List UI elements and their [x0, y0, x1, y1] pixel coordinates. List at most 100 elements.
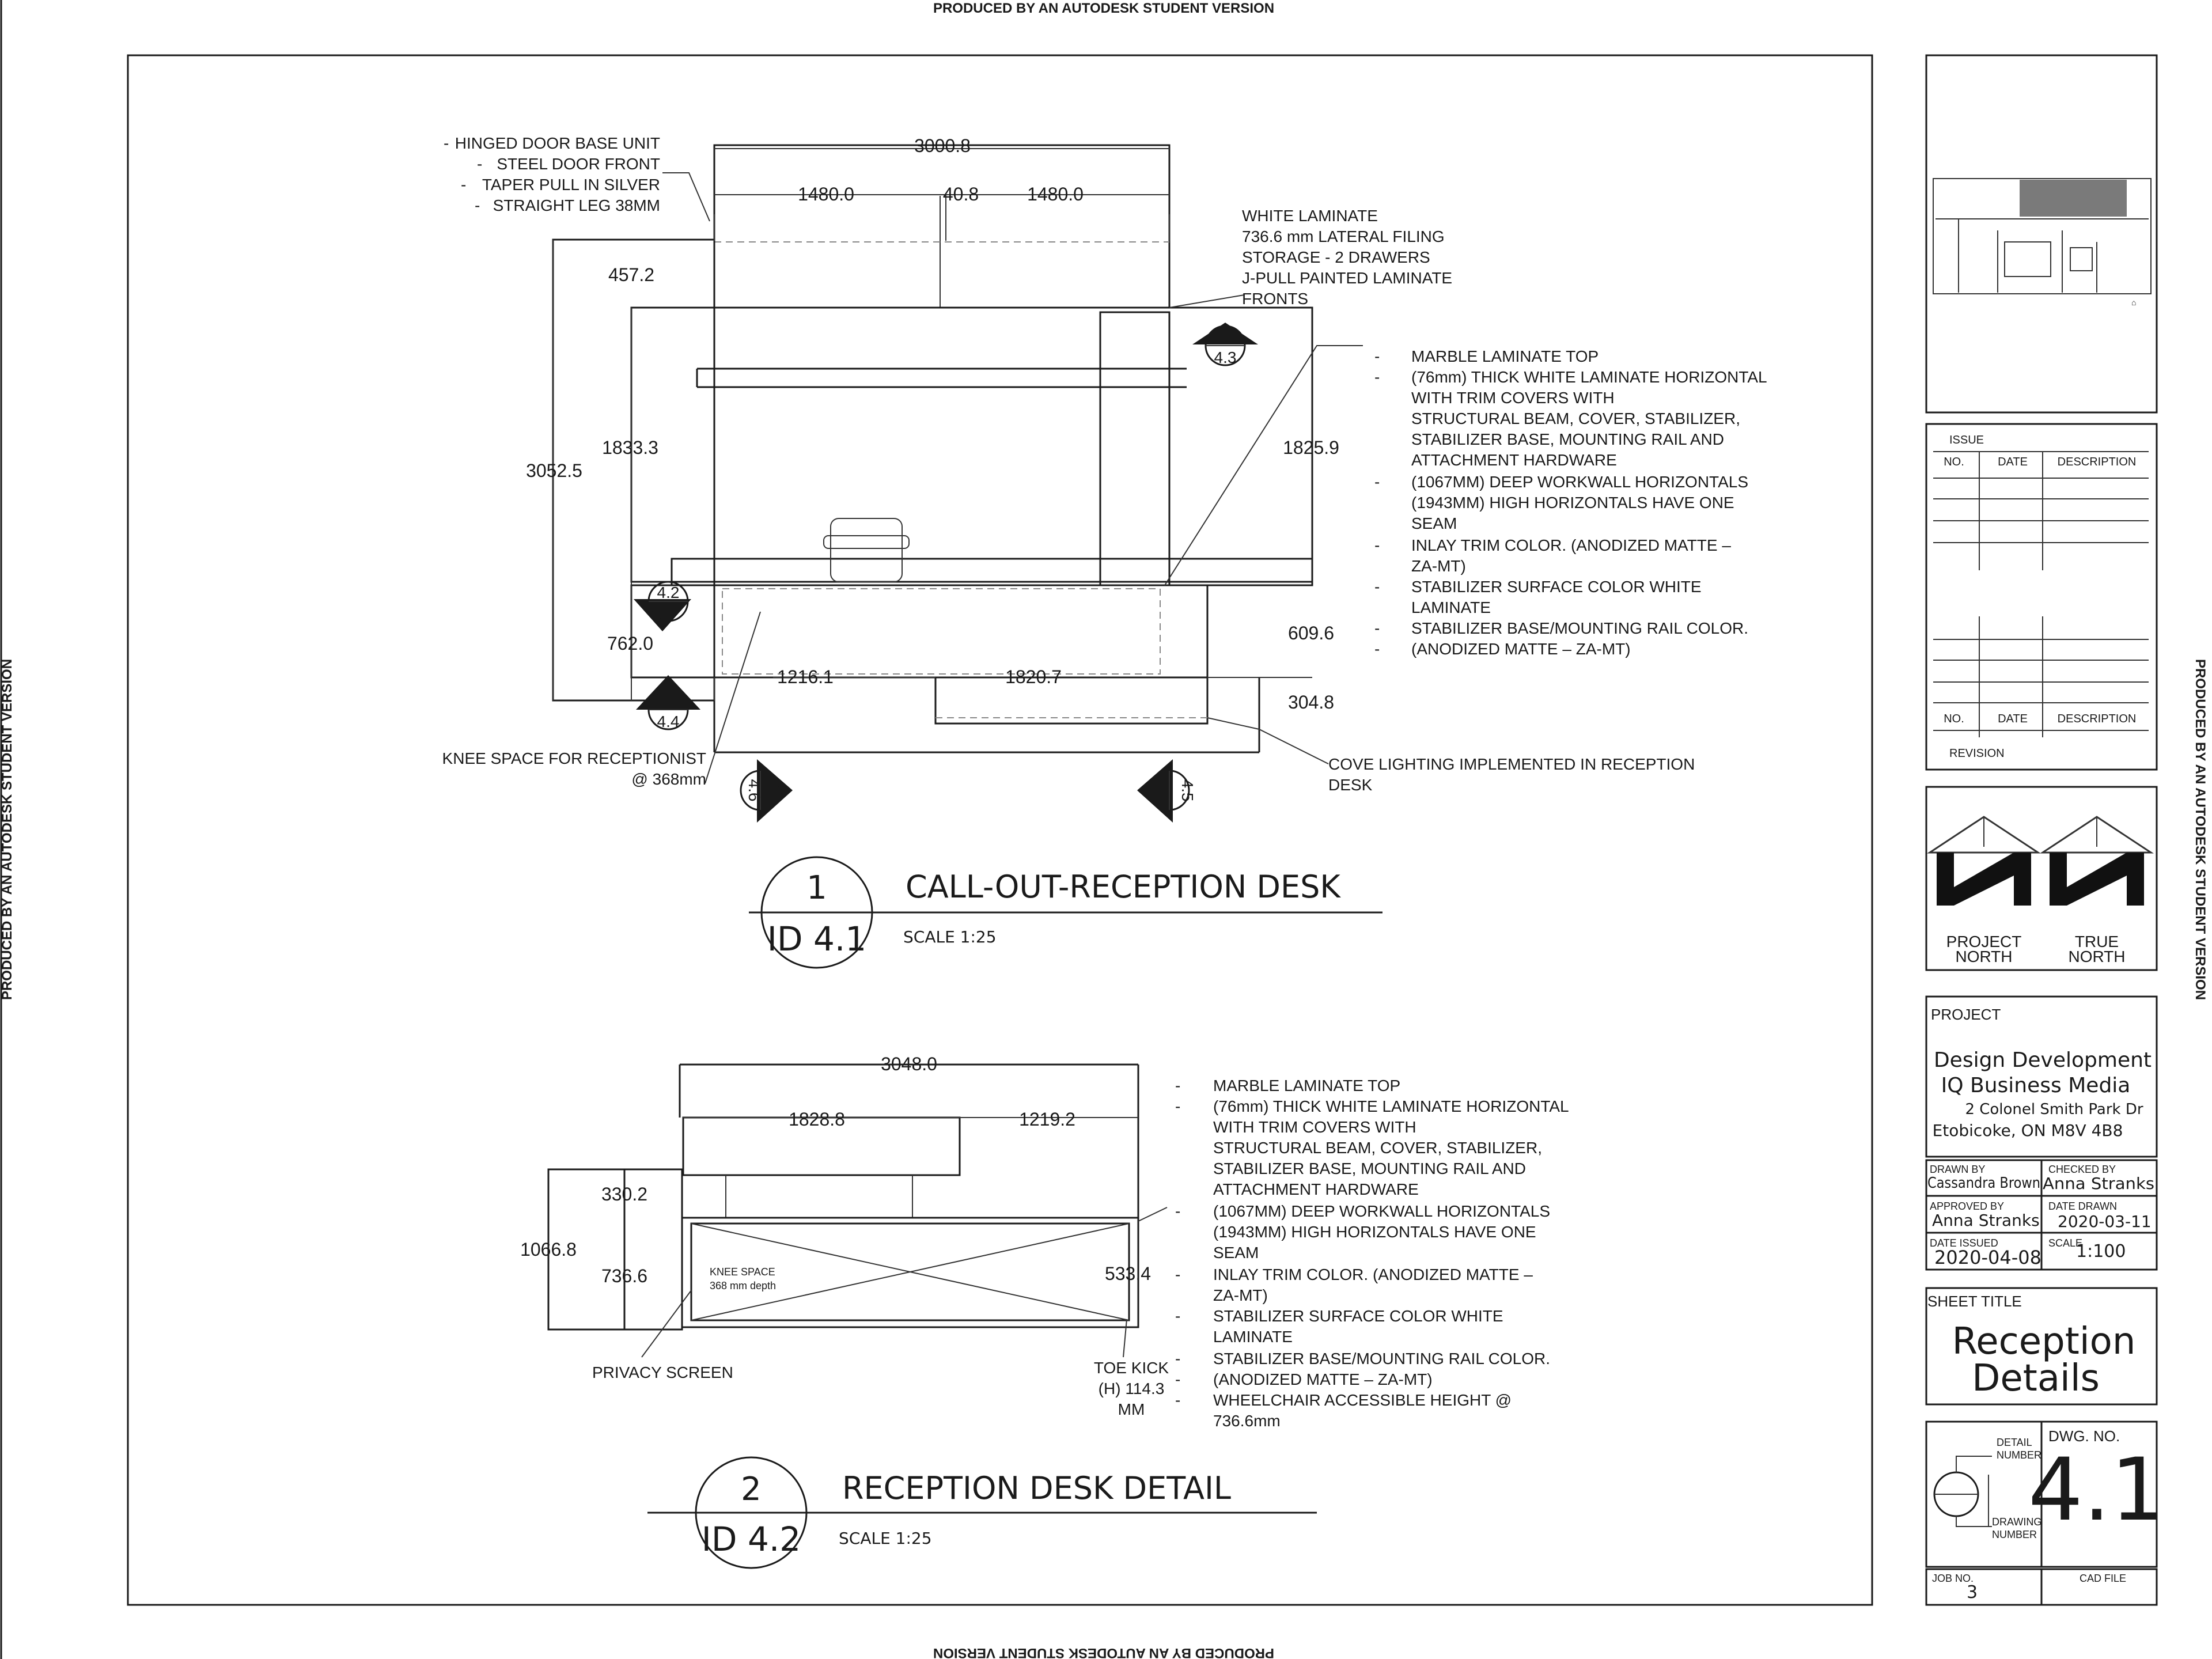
drawing-2-dimensions: 3048.0 1828.8 1219.2 330.2 1066.8 736.6 … — [520, 1054, 1169, 1418]
drawing-1-leaders — [662, 172, 1363, 784]
svg-text:-: - — [1175, 1391, 1180, 1409]
reception-counter — [630, 584, 1209, 679]
dim2-533: 533.4 — [1105, 1263, 1151, 1284]
note-marble1-line-2: (76mm) THICK WHITE LAMINATE HORIZONTAL — [1411, 368, 1767, 386]
revision-label: REVISION — [1949, 747, 2005, 760]
note-dash: - — [461, 176, 466, 194]
note-knee-line-1: KNEE SPACE FOR RECEPTIONIST — [442, 749, 706, 767]
key-plan-highlight — [2020, 180, 2127, 217]
project-line-2: IQ Business Media — [1941, 1074, 2131, 1097]
drawing-2-sheet-ref: ID 4.2 — [702, 1520, 801, 1559]
issue-label: ISSUE — [1949, 434, 1984, 446]
note-marble1-line-5: STABILIZER BASE, MOUNTING RAIL AND — [1411, 430, 1724, 448]
key-plan-frame — [1925, 54, 2158, 414]
dim2-left-seg: 1828.8 — [789, 1109, 845, 1130]
callout-3-top: 3 — [1221, 328, 1230, 346]
dim-1216: 1216.1 — [777, 666, 834, 687]
note-white-line-3: STORAGE - 2 DRAWERS — [1242, 248, 1430, 266]
svg-text:-: - — [1175, 1202, 1180, 1220]
north-arrows-box: PROJECT NORTH TRUE NORTH — [1925, 786, 2158, 971]
dim-mid-seg: 40.8 — [943, 184, 979, 204]
project-north-line-2: NORTH — [1955, 948, 2012, 965]
revision-col-date: DATE — [1998, 713, 2028, 725]
true-north-line-2: NORTH — [2068, 948, 2125, 965]
revision-col-no: NO. — [1944, 713, 1964, 725]
dim-1833: 1833.3 — [602, 437, 658, 458]
note-marble1-line-14: STABILIZER BASE/MOUNTING RAIL COLOR. — [1411, 619, 1748, 637]
note-dash: - — [475, 196, 480, 214]
note-marble2-line-5: STABILIZER BASE, MOUNTING RAIL AND — [1213, 1160, 1526, 1177]
dim-762: 762.0 — [607, 633, 653, 654]
callout-6-4.6: 6 4.6 — [740, 759, 793, 823]
note-cove-line-1: COVE LIGHTING IMPLEMENTED IN RECEPTION — [1328, 755, 1695, 773]
job-box: JOB NO. 3 CAD FILE — [1925, 1568, 2158, 1606]
note-marble2-line-1: MARBLE LAMINATE TOP — [1213, 1077, 1400, 1094]
dwg-no-label: DWG. NO. — [2048, 1427, 2120, 1445]
note-marble2-line-12: STABILIZER SURFACE COLOR WHITE — [1213, 1307, 1503, 1325]
job-no-value: 3 — [1967, 1582, 1978, 1603]
desk-upper-area — [630, 306, 1313, 583]
project-north-icon — [1927, 816, 2041, 906]
scale-label: SCALE — [2048, 1237, 2082, 1249]
note-dash: - — [477, 155, 482, 173]
issue-col-no: NO. — [1944, 456, 1964, 468]
office-chair-icon — [823, 518, 910, 582]
key-plan-north: ⌂ — [2131, 298, 2136, 307]
knee-label-2: 368 mm depth — [710, 1280, 776, 1291]
dim-1825: 1825.9 — [1283, 437, 1339, 458]
note-marble2-line-11: ZA-MT) — [1213, 1286, 1268, 1304]
detail-symbol-icon — [1933, 1456, 1992, 1527]
date-drawn-value: 2020-03-11 — [2058, 1212, 2152, 1231]
revision-col-desc: DESCRIPTION — [2058, 713, 2137, 725]
knee-space-cross-2 — [691, 1223, 1130, 1321]
callout-3-bottom: 4.3 — [1214, 349, 1237, 366]
project-line-4: Etobicoke, ON M8V 4B8 — [1933, 1121, 2123, 1140]
drawing-1-plan — [552, 144, 1313, 753]
drawing-1-number: 1 — [806, 869, 827, 907]
callout-3-4.3: 3 4.3 — [1192, 323, 1258, 366]
dim-right-seg: 1480.0 — [1027, 184, 1084, 204]
scale-value: 1:100 — [2076, 1241, 2126, 1262]
note-marble2-line-8: (1943MM) HIGH HORIZONTALS HAVE ONE — [1213, 1223, 1536, 1241]
note-knee-line-2: @ 368mm — [631, 770, 706, 788]
note-white-line-4: J-PULL PAINTED LAMINATE — [1242, 269, 1452, 287]
note-marble1-line-7: (1067MM) DEEP WORKWALL HORIZONTALS — [1411, 473, 1748, 491]
knee-label-1: KNEE SPACE — [710, 1266, 775, 1278]
note-marble1-line-6: ATTACHMENT HARDWARE — [1411, 451, 1617, 469]
note-marble2-line-9: SEAM — [1213, 1244, 1259, 1262]
key-plan: ⌂ — [1925, 54, 2158, 414]
approved-by-value: Anna Stranks — [1932, 1211, 2040, 1230]
date-issued-value: 2020-04-08 — [1934, 1247, 2041, 1268]
approved-by-label: APPROVED BY — [1930, 1200, 2004, 1212]
note-marble2-line-7: (1067MM) DEEP WORKWALL HORIZONTALS — [1213, 1202, 1550, 1220]
note-marble1-line-10: INLAY TRIM COLOR. (ANODIZED MATTE – — [1411, 536, 1731, 554]
watermark-bottom: PRODUCED BY AN AUTODESK STUDENT VERSION — [933, 1645, 1274, 1659]
toe-kick-line-1: TOE KICK — [1094, 1359, 1169, 1377]
drawing-2-number: 2 — [741, 1471, 762, 1508]
svg-text:-: - — [1175, 1077, 1180, 1094]
note-hinged-line-2: STEEL DOOR FRONT — [497, 155, 660, 173]
callout-4.2-top: 4.2 — [657, 584, 680, 601]
project-north-line-1: PROJECT — [1946, 933, 2022, 950]
project-line-1: Design Development — [1934, 1048, 2152, 1072]
callout-5-top: 5 — [1153, 786, 1171, 795]
note-marble1-line-12: STABILIZER SURFACE COLOR WHITE — [1411, 578, 1702, 596]
issue-col-desc: DESCRIPTION — [2058, 456, 2137, 468]
drawing-1-sheet-ref: ID 4.1 — [767, 919, 866, 959]
dim-457: 457.2 — [608, 264, 654, 285]
drawing-number-label-2: NUMBER — [1992, 1529, 2037, 1540]
svg-text:-: - — [1374, 536, 1380, 554]
top-storage-unit — [713, 144, 1171, 309]
sheet-title-label: SHEET TITLE — [1927, 1293, 2022, 1310]
issue-col-date: DATE — [1998, 456, 2028, 468]
note-marble-2: -MARBLE LAMINATE TOP -(76mm) THICK WHITE… — [1175, 1077, 1569, 1430]
date-drawn-label: DATE DRAWN — [2048, 1200, 2117, 1212]
true-north-line-1: TRUE — [2075, 933, 2119, 950]
callout-6-bottom: 4.6 — [745, 779, 763, 802]
sheet-title-line-1: Reception — [1952, 1320, 2136, 1363]
drawing-2-scale: SCALE 1:25 — [839, 1529, 932, 1548]
note-hinged-line-3: TAPER PULL IN SILVER — [482, 176, 660, 194]
watermark-left: PRODUCED BY AN AUTODESK STUDENT VERSION — [0, 659, 15, 1000]
drawing-2-elevation — [547, 1063, 1168, 1358]
